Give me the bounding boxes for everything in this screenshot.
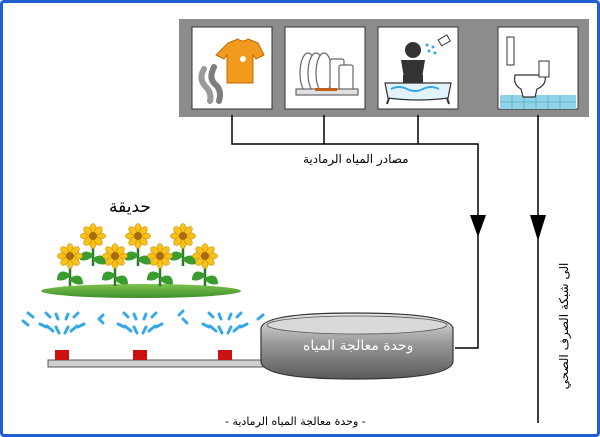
sprinkler-icon — [21, 309, 265, 360]
bathtub-shower-icon — [384, 34, 452, 105]
treatment-unit-label: وحدة معالجة المياه — [303, 338, 414, 354]
gray-water-sources-label: مصادر المياه الرمادية — [303, 152, 409, 166]
diagram-caption: - وحدة معالجة المياه الرمادية - — [225, 415, 366, 428]
garden-label: حديقة — [109, 197, 151, 217]
laundry-icon — [198, 38, 265, 104]
flow-arrow-to-sewer — [530, 215, 546, 241]
treatment-tank — [260, 312, 454, 380]
dishes-icon — [295, 52, 359, 96]
flow-arrow-to-tank — [470, 215, 486, 237]
sewer-network-label: الى شبكة الصرف الصحي — [557, 262, 571, 390]
diagram-art — [21, 19, 589, 423]
collection-pipes — [231, 115, 479, 349]
toilet-icon — [500, 36, 576, 109]
flower-icon — [55, 222, 220, 288]
lawn — [41, 284, 241, 298]
irrigation-pipe — [47, 359, 264, 368]
